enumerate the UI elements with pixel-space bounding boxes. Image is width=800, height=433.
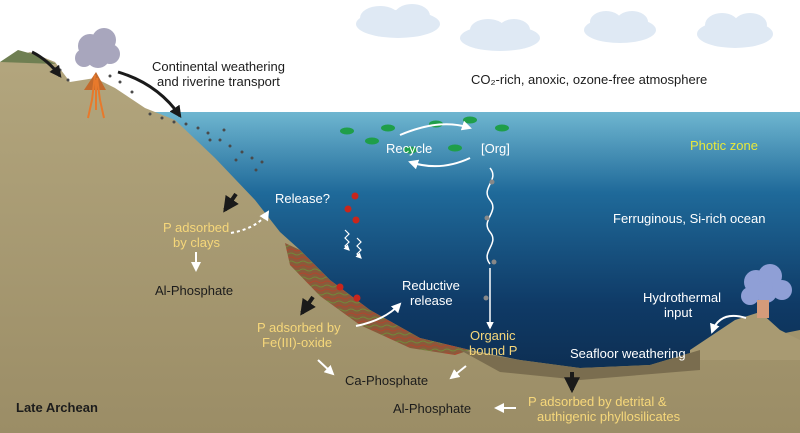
p-detrital-label-2: authigenic phyllosilicates: [537, 409, 681, 424]
photic-zone-label: Photic zone: [690, 138, 758, 153]
p-clays-label-1: P adsorbed: [163, 220, 229, 235]
reductive-label-2: release: [410, 293, 453, 308]
ca-phosphate-label: Ca-Phosphate: [345, 373, 428, 388]
iron-squiggles: [343, 229, 362, 259]
continent: [0, 52, 800, 433]
hydrothermal-label-1: Hydrothermal: [643, 290, 721, 305]
hydrothermal-mound: [690, 312, 800, 360]
p-clays-label-2: by clays: [173, 235, 220, 250]
hydrothermal-plume: [741, 264, 792, 318]
settling-arrows: [223, 192, 580, 394]
volcano: [75, 28, 120, 119]
seafloor-weathering-label: Seafloor weathering: [570, 346, 686, 361]
p-fe-oxide-label-1: P adsorbed by: [257, 320, 341, 335]
hydrothermal-label-2: input: [664, 305, 693, 320]
org-sinking: [486, 167, 494, 330]
recycle-loop: [399, 120, 472, 170]
org-particles: [483, 179, 497, 301]
clouds: [356, 4, 773, 51]
riverine-transport-label: and riverine transport: [157, 74, 280, 89]
atmosphere-label: CO₂-rich, anoxic, ozone-free atmosphere: [471, 72, 707, 87]
iron-particles: [336, 192, 361, 302]
organic-label-2: bound P: [469, 343, 517, 358]
al-phosphate-label-2: Al-Phosphate: [393, 401, 471, 416]
org-label: [Org]: [481, 141, 510, 156]
riverine-particles: [58, 68, 264, 172]
al-phosphate-label-1: Al-Phosphate: [155, 283, 233, 298]
reductive-label-1: Reductive: [402, 278, 460, 293]
process-arrows: [191, 210, 747, 413]
left-hill: [0, 50, 56, 64]
release-question-label: Release?: [275, 191, 330, 206]
recycle-label: Recycle: [386, 141, 432, 156]
continental-weathering-label: Continental weathering: [152, 59, 285, 74]
weathering-arrows: [31, 50, 182, 118]
organic-label-1: Organic: [470, 328, 516, 343]
seafloor-sediment: [460, 350, 700, 380]
fe-oxide-sediment: [285, 243, 470, 355]
algae-cells: [340, 116, 509, 154]
p-fe-oxide-label-2: Fe(III)-oxide: [262, 335, 332, 350]
ocean-label: Ferruginous, Si-rich ocean: [613, 211, 765, 226]
p-detrital-label-1: P adsorbed by detrital &: [528, 394, 667, 409]
late-archean-label: Late Archean: [16, 400, 98, 415]
